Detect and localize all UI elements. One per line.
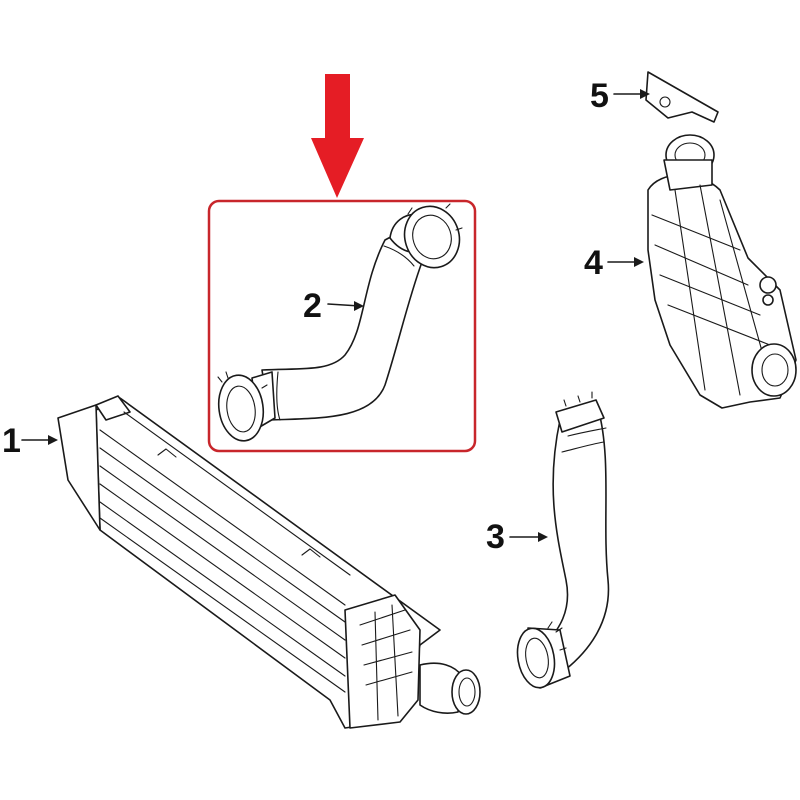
callout-4: 4: [584, 244, 644, 282]
part-5-gasket[interactable]: [645, 71, 719, 123]
callout-1: 1: [2, 422, 58, 460]
callout-5-label: 5: [590, 77, 609, 115]
part-2-hose[interactable]: [215, 199, 468, 444]
callout-3-label: 3: [486, 518, 505, 556]
callout-3: 3: [486, 518, 548, 556]
callout-4-label: 4: [584, 244, 603, 282]
callout-5: 5: [590, 77, 650, 115]
callout-2: 2: [303, 287, 364, 325]
part-4-intake-housing[interactable]: [647, 134, 797, 409]
highlight-box: [207, 199, 477, 453]
callout-2-label: 2: [303, 287, 322, 325]
down-arrow-icon: [311, 74, 364, 198]
callout-1-label: 1: [2, 422, 21, 460]
part-3-hose[interactable]: [513, 391, 610, 691]
part-1-intercooler[interactable]: [57, 395, 481, 729]
